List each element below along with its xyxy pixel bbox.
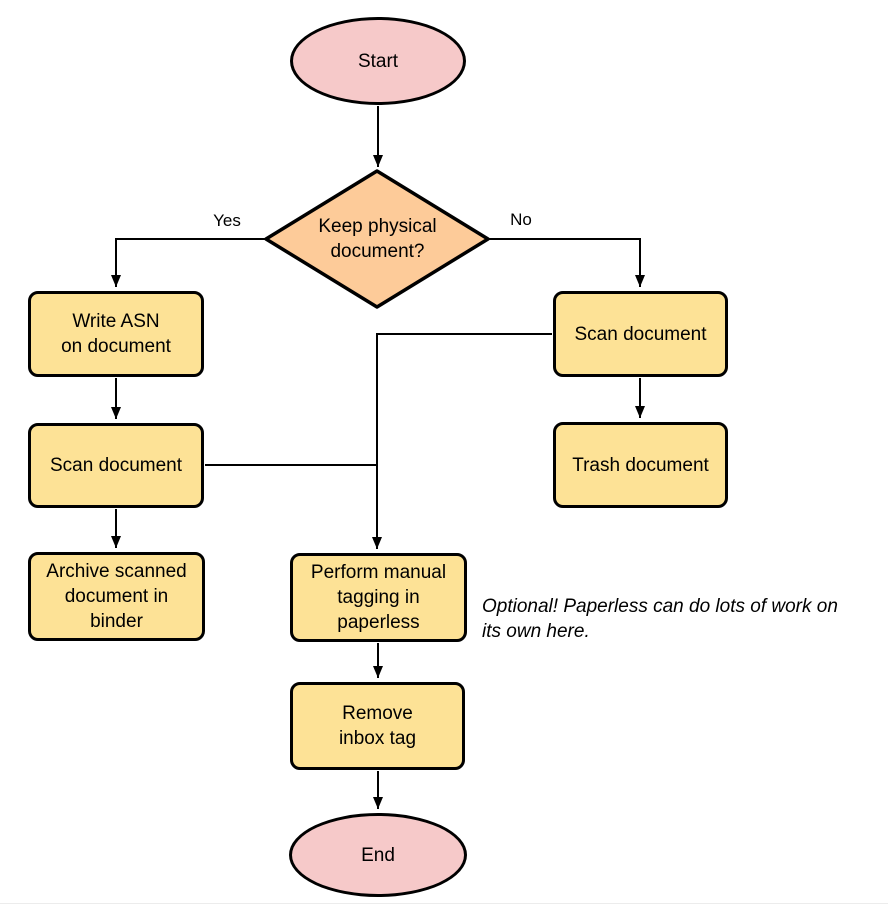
node-remove-inbox-tag: Remove inbox tag bbox=[290, 682, 465, 770]
node-trash-document: Trash document bbox=[553, 422, 728, 508]
edge-label-yes: Yes bbox=[213, 211, 241, 230]
node-scan-document-left: Scan document bbox=[28, 423, 204, 508]
edge-scan-right-to-perform-tagging bbox=[372, 333, 552, 549]
node-scan-document-right: Scan document bbox=[553, 291, 728, 377]
decision-diamond-shape bbox=[264, 169, 490, 309]
node-start: Start bbox=[290, 17, 466, 105]
page-bottom-divider bbox=[0, 903, 888, 904]
edge-decision-yes-to-write-asn bbox=[111, 238, 266, 287]
edge-decision-no-to-scan-right bbox=[489, 238, 645, 287]
node-archive-binder: Archive scanned document in binder bbox=[28, 552, 205, 641]
optional-note: Optional! Paperless can do lots of work … bbox=[482, 596, 838, 642]
node-decision-label: Keep physical document? bbox=[318, 216, 437, 262]
edge-label-no: No bbox=[510, 210, 532, 229]
node-end: End bbox=[289, 813, 467, 897]
node-write-asn: Write ASN on document bbox=[28, 291, 204, 377]
node-perform-tagging: Perform manual tagging in paperless bbox=[290, 553, 467, 642]
